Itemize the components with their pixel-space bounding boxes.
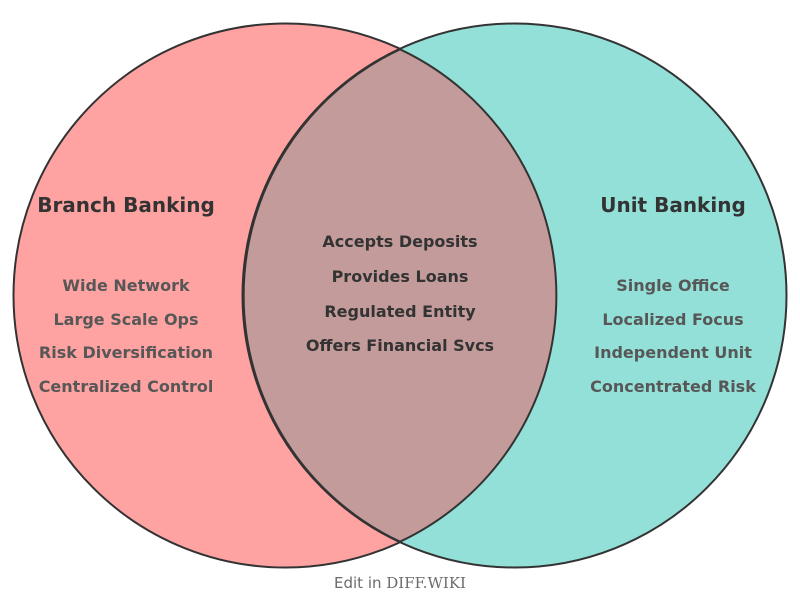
overlap-item: Provides Loans (331, 266, 469, 286)
left-set-item: Large Scale Ops (53, 309, 199, 329)
left-set-item: Centralized Control (38, 376, 214, 396)
caption-prefix: Edit in (334, 574, 387, 592)
left-set-items: Wide Network Large Scale Ops Risk Divers… (6, 269, 246, 403)
overlap-item: Regulated Entity (324, 301, 476, 321)
left-set-item: Wide Network (62, 276, 190, 295)
overlap-item: Accepts Deposits (322, 232, 478, 251)
overlap-item: Offers Financial Svcs (305, 336, 495, 356)
edit-in-diffwiki-link[interactable]: Edit in DIFF.WIKI (0, 573, 800, 593)
right-set-item: Independent Unit (594, 343, 752, 362)
right-set-item: Single Office (616, 276, 730, 295)
right-set-items: Single Office Localized Focus Independen… (553, 269, 793, 403)
overlap-items: Accepts Deposits Provides Loans Regulate… (280, 225, 520, 364)
right-set-item: Concentrated Risk (590, 376, 756, 396)
caption-brand: DIFF.WIKI (386, 574, 466, 592)
right-set-item: Localized Focus (602, 309, 744, 329)
left-set-title: Branch Banking (37, 193, 215, 217)
right-set-title: Unit Banking (600, 193, 746, 217)
left-set-item: Risk Diversification (38, 343, 214, 362)
overlap-region (242, 48, 558, 543)
